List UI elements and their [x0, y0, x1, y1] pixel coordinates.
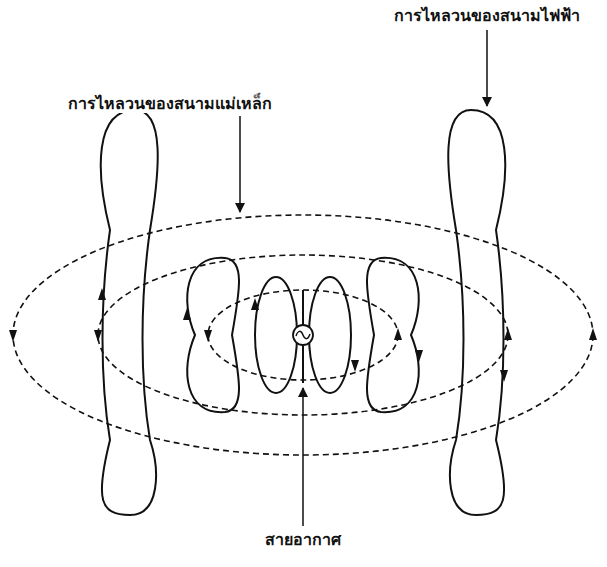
- magnetic-field-label: การไหลวนของสนามแม่เหล็ก: [66, 94, 274, 113]
- antenna-label: สายอากาศ: [263, 530, 343, 549]
- antenna-symbol: [293, 290, 313, 383]
- electric-field-label: การไหลวนของสนามไฟฟ้า: [392, 6, 582, 25]
- leader-lines: [240, 30, 487, 526]
- electric-field-arrows: [98, 288, 508, 382]
